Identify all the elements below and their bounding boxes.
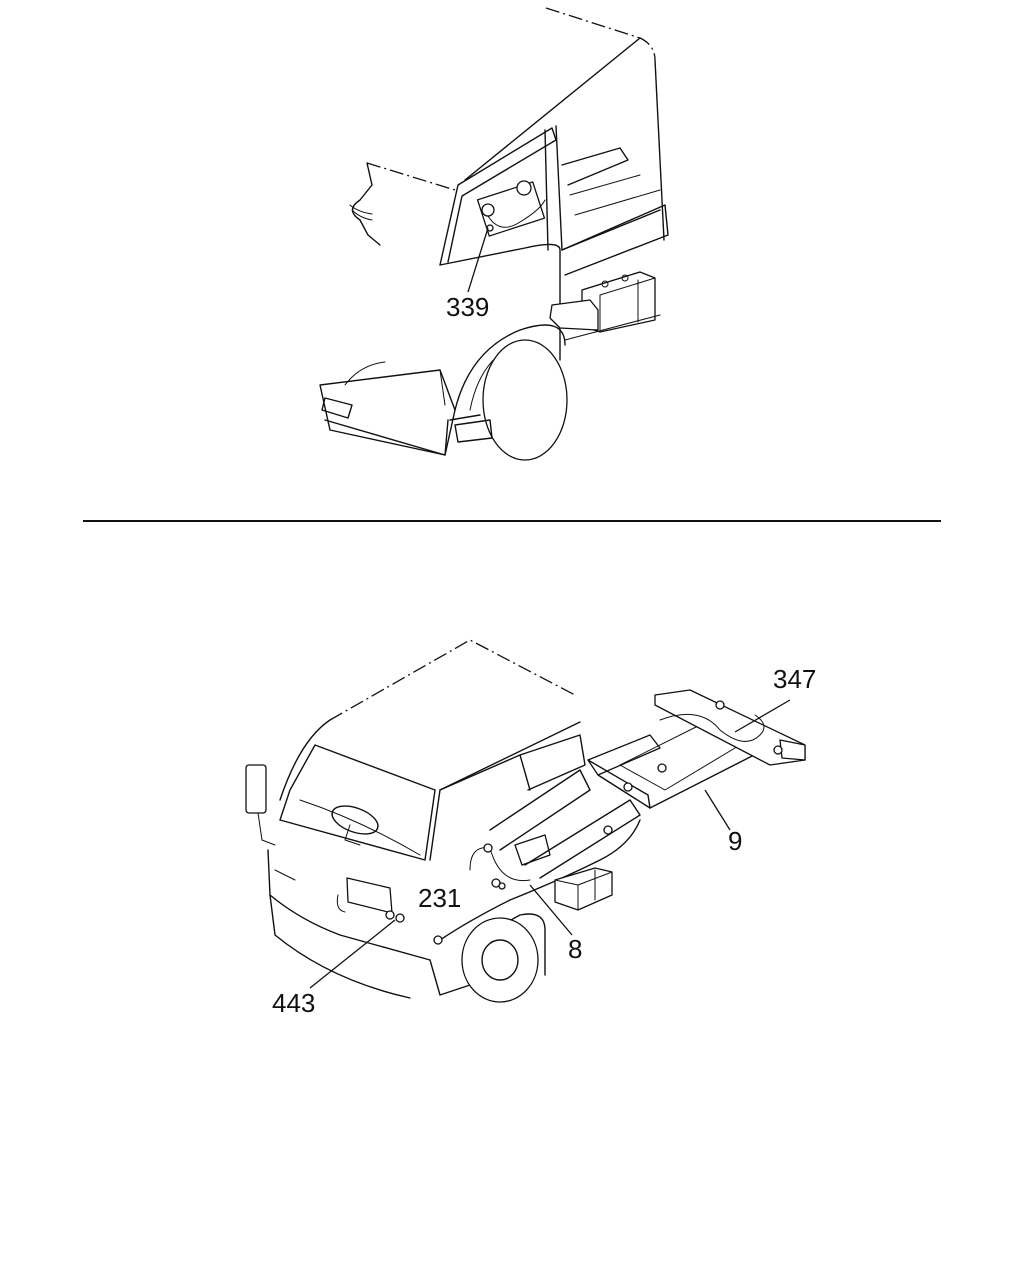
- connector-e: [498, 882, 506, 890]
- battery-box-bottom: [554, 867, 613, 911]
- callout-347: 347: [773, 664, 816, 694]
- cab-roof-line: [545, 7, 656, 61]
- grille-inner: [344, 361, 446, 406]
- callout-231: 231: [418, 883, 461, 913]
- connector-h: [715, 700, 725, 710]
- frame-rail-left: [489, 769, 591, 851]
- leader-8: [529, 884, 573, 936]
- front-grille: [319, 369, 456, 456]
- cab-roof-front: [279, 719, 331, 801]
- front-panel: [267, 849, 431, 961]
- callout-443: 443: [272, 988, 315, 1018]
- rear-window: [519, 734, 586, 791]
- connector-k: [623, 782, 633, 792]
- connector-g: [603, 825, 613, 835]
- battery-assembly: [581, 271, 656, 333]
- top-view-truck-cab: 339: [319, 7, 669, 461]
- washer-cap: [516, 180, 532, 196]
- door-trim: [569, 174, 661, 216]
- front-wheel-bottom: [461, 917, 539, 1003]
- headlamp: [321, 397, 353, 419]
- battery-top: [581, 271, 656, 296]
- cab-roof-edge: [464, 37, 641, 181]
- callout-339: 339: [446, 292, 489, 322]
- bumper: [324, 414, 481, 456]
- washer-hose: [487, 199, 546, 228]
- front-wheel: [482, 339, 568, 461]
- callout-9: 9: [728, 826, 742, 856]
- connector-i: [773, 745, 783, 755]
- windshield-frame: [439, 127, 557, 266]
- steering-column: [344, 824, 361, 846]
- connector-j: [657, 763, 667, 773]
- dashboard-line: [299, 799, 421, 856]
- license-plate: [346, 877, 393, 914]
- battery-divider: [599, 279, 639, 331]
- hood-left: [351, 162, 381, 246]
- wheel-hub: [481, 939, 519, 981]
- washer-tank-assembly: [476, 180, 546, 237]
- washer-bracket: [476, 181, 546, 237]
- cab-rear-pillar: [654, 59, 665, 241]
- windshield: [279, 744, 436, 861]
- cab-rear-edge: [439, 721, 581, 791]
- battery-assembly-bottom: [554, 867, 613, 911]
- battery-terminal-1: [601, 280, 609, 288]
- battery-split: [577, 869, 596, 911]
- cab-roof: [329, 639, 576, 721]
- bottom-view-truck: 443 231 8: [245, 639, 816, 1018]
- washer-pump: [481, 203, 495, 217]
- frame-rail-right: [524, 799, 641, 879]
- side-toolbox: [549, 299, 599, 331]
- front-fender: [439, 243, 561, 361]
- door-frame: [544, 125, 661, 251]
- connector-c: [483, 843, 493, 853]
- wheel-arch: [454, 324, 566, 411]
- leader-339: [467, 227, 489, 293]
- mirror-arm: [257, 812, 276, 846]
- side-rail: [561, 204, 669, 276]
- harness-rear: [659, 713, 765, 742]
- wiper-detail: [349, 204, 373, 221]
- connector-a: [385, 910, 395, 920]
- plate-light: [336, 894, 346, 913]
- callout-8: 8: [568, 934, 582, 964]
- side-mirror: [245, 764, 267, 814]
- side-rail-lower: [564, 314, 661, 341]
- harness-main: [439, 819, 641, 941]
- leader-9: [704, 789, 731, 831]
- washer-bolt: [486, 224, 494, 232]
- leader-443: [309, 919, 396, 989]
- leader-347: [734, 699, 791, 733]
- connector-b: [395, 913, 405, 923]
- rear-chassis: [587, 689, 806, 809]
- headlight-left: [274, 869, 296, 881]
- battery-terminal-2: [621, 274, 629, 282]
- connector-f: [433, 935, 443, 945]
- motor-unit: [514, 834, 551, 866]
- door-window-sill: [561, 147, 629, 186]
- hood-line: [366, 162, 456, 191]
- step: [454, 419, 493, 443]
- chassis-rail-b: [587, 759, 651, 809]
- battery-top-line: [554, 871, 613, 886]
- steering-wheel: [331, 805, 379, 835]
- crossmember-front: [587, 734, 661, 776]
